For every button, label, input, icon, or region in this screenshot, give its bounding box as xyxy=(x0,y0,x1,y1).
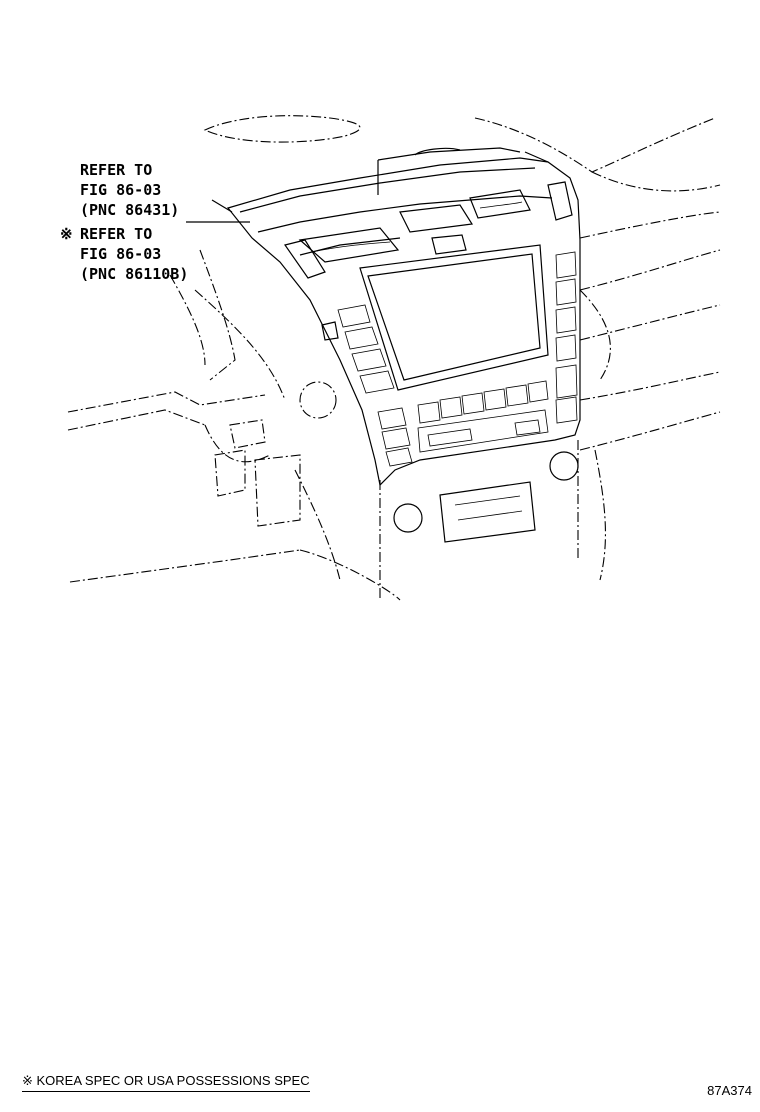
callout-line: FIG 86-03 xyxy=(80,181,162,199)
drawing-code: 87A374 xyxy=(707,1083,752,1098)
leader-lines xyxy=(186,199,250,223)
callout-line: FIG 86-03 xyxy=(80,245,162,263)
callout-refer-to-86431: REFER TO FIG 86-03 (PNC 86431) xyxy=(80,160,179,220)
dashboard-center-console-drawing xyxy=(67,115,721,601)
reference-mark: ※ xyxy=(60,225,73,243)
callout-refer-to-86110b: ※REFER TO FIG 86-03 (PNC 86110B) xyxy=(60,224,188,284)
spec-footnote: ※ KOREA SPEC OR USA POSSESSIONS SPEC xyxy=(22,1073,310,1092)
callout-line: ※REFER TO xyxy=(60,225,153,243)
callout-line: REFER TO xyxy=(80,161,153,179)
center-console-panel xyxy=(226,147,581,543)
callout-line: (PNC 86110B) xyxy=(80,265,189,283)
callout-line: (PNC 86431) xyxy=(80,201,180,219)
dashboard-outline xyxy=(67,115,721,601)
